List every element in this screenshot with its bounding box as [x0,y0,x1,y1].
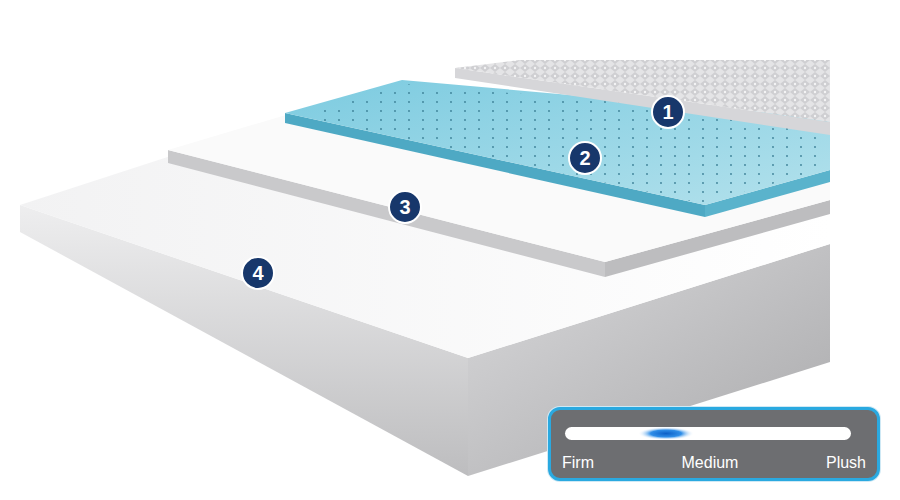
callout-number: 2 [570,148,600,168]
scale-labels: Firm Medium Plush [551,454,877,472]
callout-number: 4 [243,263,273,283]
scale-label: Medium [682,454,739,472]
firmness-scale: Firm Medium Plush [548,407,880,481]
scale-label: Firm [562,454,594,472]
callout-circles [242,96,684,289]
callout-number: 1 [653,102,683,122]
scale-label: Plush [826,454,866,472]
callout-number: 3 [390,197,420,217]
layer1-top [455,60,830,122]
